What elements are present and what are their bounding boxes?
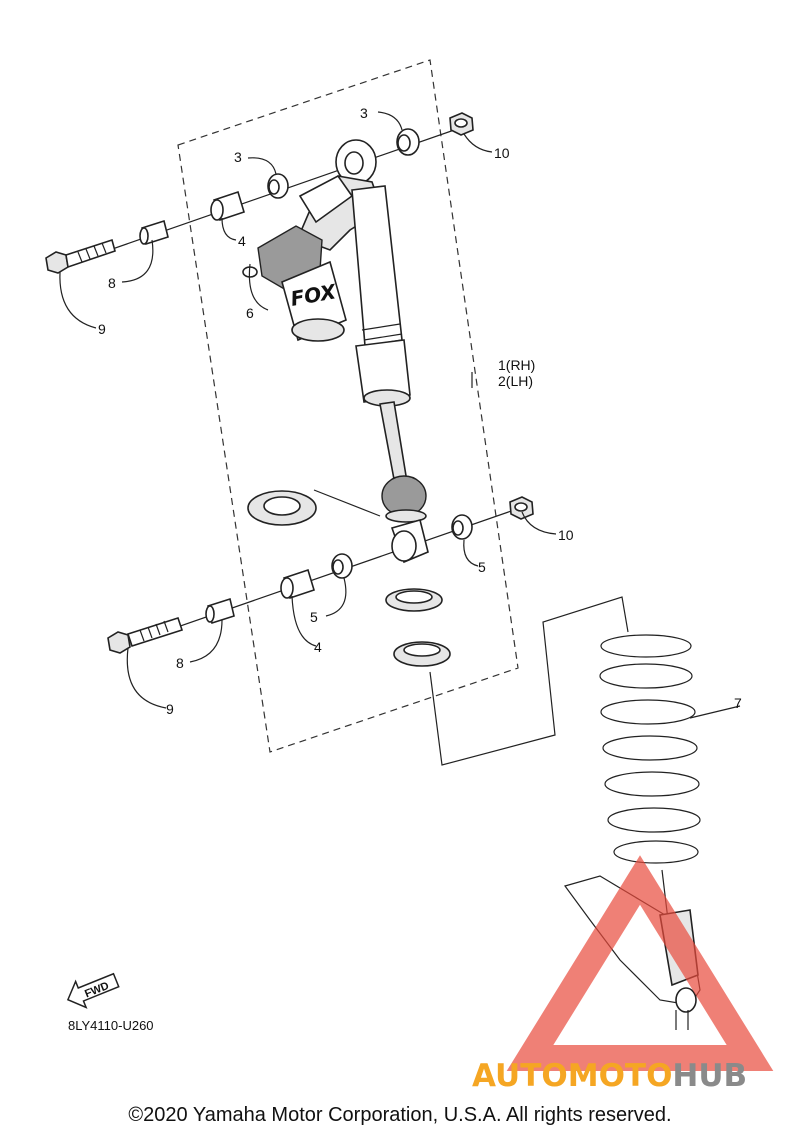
callout-10-lower: 10 [558,527,574,543]
callout-3-upper-left: 3 [234,149,242,165]
collar-upper [139,219,169,246]
spring-retainer [247,489,381,526]
bolt-lower [107,616,184,654]
seal-lower-left [331,553,353,579]
callout-5-lower-right: 5 [478,559,486,575]
copyright-notice: ©2020 Yamaha Motor Corporation, U.S.A. A… [128,1104,672,1126]
callout-2-lh: 2(LH) [498,373,533,389]
seal-upper-right [396,128,420,156]
spring-leader [429,596,629,766]
nut-upper [449,112,474,136]
watermark-moto: MOTO [568,1058,673,1094]
callout-7: 7 [734,695,742,711]
callout-4-lower: 4 [314,639,322,655]
callout-8-lower: 8 [176,655,184,671]
collar-lower [205,597,235,625]
bushing-upper [210,190,245,222]
callout-6: 6 [246,305,254,321]
callout-1-rh: 1(RH) [498,357,535,373]
watermark-auto: AUTO [472,1058,568,1094]
bolt-upper [45,238,116,274]
coil-spring [599,634,741,864]
watermark-text: AUTOMOTOHUB [472,1058,747,1094]
seal-upper-left [267,173,289,199]
assembly-boundary [177,59,519,753]
callout-10-upper: 10 [494,145,510,161]
diagram-code: 8LY4110-U260 [68,1018,154,1033]
callout-3-upper-right: 3 [360,105,368,121]
reservoir: FOX [242,225,347,342]
callout-leaders [59,111,557,709]
callout-4-upper: 4 [238,233,246,249]
callout-8-upper: 8 [108,275,116,291]
fwd-arrow: FWD [66,972,120,1009]
adjuster-ring-upper [385,588,443,612]
callout-9-lower: 9 [166,701,174,717]
watermark [506,855,774,1071]
callout-5-lower-left: 5 [310,609,318,625]
adjuster-ring-lower [393,641,451,667]
nut-lower [509,496,534,520]
shock-absorber [296,139,429,564]
fwd-label: FWD [83,980,111,1001]
upper-axis-line [74,127,461,263]
bushing-lower [280,568,315,600]
watermark-hub: HUB [672,1058,747,1094]
callout-9-upper: 9 [98,321,106,337]
seal-lower-right [451,514,473,540]
